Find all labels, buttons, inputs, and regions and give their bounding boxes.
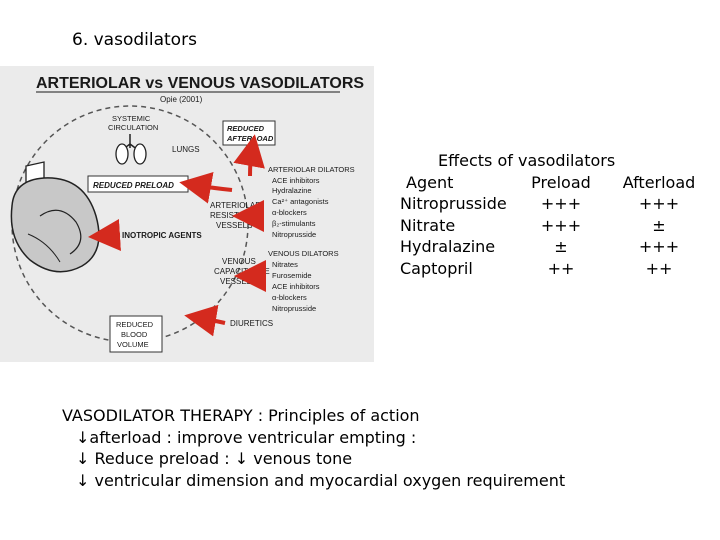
preload-arrow — [179, 172, 233, 204]
table-row: Nitroprusside +++ +++ — [400, 193, 710, 215]
principle-item: ↓ ventricular dimension and myocardial o… — [76, 470, 566, 490]
effects-table: Effects of vasodilators Agent Preload Af… — [400, 150, 710, 279]
effects-header-row: Agent Preload Afterload — [400, 172, 710, 194]
principle-item: ↓afterload : improve ventricular empting… — [76, 427, 417, 447]
slide-title: 6. vasodilators — [72, 30, 197, 50]
principle-item: ↓ Reduce preload : ↓ venous tone — [76, 449, 353, 468]
table-row: Captopril ++ ++ — [400, 258, 710, 280]
diuretics-arrow — [184, 304, 226, 337]
venous-dilators-heading: VENOUS DILATORS — [268, 249, 339, 258]
reduced-afterload-2: AFTERLOAD — [226, 134, 274, 143]
lungs-icon — [115, 134, 147, 165]
inotropic-label: INOTROPIC AGENTS — [122, 231, 202, 240]
lungs-label: LUNGS — [172, 145, 200, 154]
afterload-effect: +++ — [638, 237, 680, 256]
reduced-volume-box — [109, 315, 163, 353]
vasodilator-diagram: ARTERIOLAR vs VENOUS VASODILATORS Opie (… — [0, 66, 374, 362]
venous-dilator-item: Nitroprusside — [272, 304, 316, 313]
venous-vessels-1: VENOUS — [222, 257, 256, 266]
arteriolar-dilator-item: ACE inhibitors — [272, 176, 320, 185]
preload-effect: +++ — [540, 215, 582, 235]
venous-dilator-item: Nitrates — [272, 260, 298, 269]
agent-name: Hydralazine — [400, 237, 496, 256]
reduced-volume-1: REDUCED — [116, 320, 154, 329]
table-row: Nitrate +++ ± — [400, 215, 710, 237]
agent-name: Captopril — [400, 258, 473, 278]
venous-vessels-3: VESSELS — [220, 277, 256, 286]
preload-effect: ± — [554, 237, 568, 256]
preload-effect: ++ — [547, 258, 575, 278]
systemic-label-1: SYSTEMIC — [112, 114, 151, 123]
table-row: Hydralazine ± +++ — [400, 236, 710, 258]
preload-effect: +++ — [540, 194, 582, 213]
reduced-preload-label: REDUCED PRELOAD — [93, 181, 174, 190]
agent-name: Nitrate — [400, 215, 456, 235]
heart-icon — [10, 161, 100, 273]
afterload-effect: +++ — [638, 194, 680, 213]
principles-section: VASODILATOR THERAPY : Principles of acti… — [62, 405, 565, 491]
agent-name: Nitroprusside — [400, 194, 507, 213]
arteriolar-dilator-item: Hydralazine — [272, 186, 312, 195]
venous-dilator-item: α-blockers — [272, 293, 307, 302]
arteriolar-vessels-3: VESSELS — [216, 221, 252, 230]
reduced-volume-2: BLOOD — [121, 330, 148, 339]
arteriolar-dilator-item: β₂-stimulants — [272, 219, 316, 228]
venous-dilator-item: ACE inhibitors — [272, 282, 320, 291]
arteriolar-dilator-item: Ca²⁺ antagonists — [272, 197, 329, 206]
venous-dilator-item: Furosemide — [272, 271, 312, 280]
systemic-label-2: CIRCULATION — [108, 123, 158, 132]
reduced-afterload-1: REDUCED — [227, 124, 265, 133]
afterload-arrow — [233, 134, 265, 177]
arteriolar-dilator-item: Nitroprusside — [272, 230, 316, 239]
arteriolar-vessels-1: ARTERIOLAR — [210, 201, 261, 210]
header-afterload: Afterload — [622, 172, 696, 192]
diuretics-label: DIURETICS — [230, 319, 273, 328]
header-agent: Agent — [406, 172, 454, 192]
arteriolar-dilator-item: α-blockers — [272, 208, 307, 217]
principles-heading: VASODILATOR THERAPY : Principles of acti… — [62, 406, 420, 425]
reduced-volume-3: VOLUME — [117, 340, 149, 349]
afterload-effect: ++ — [645, 258, 673, 278]
arteriolar-dilators-heading: ARTERIOLAR DILATORS — [268, 165, 355, 174]
diagram-source: Opie (2001) — [160, 95, 203, 104]
afterload-effect: ± — [652, 215, 666, 235]
header-preload: Preload — [531, 172, 591, 192]
effects-table-title: Effects of vasodilators — [438, 151, 616, 170]
inotropic-arrow — [88, 219, 121, 251]
reduced-afterload-box — [222, 120, 276, 146]
diagram-title: ARTERIOLAR vs VENOUS VASODILATORS — [36, 75, 364, 92]
